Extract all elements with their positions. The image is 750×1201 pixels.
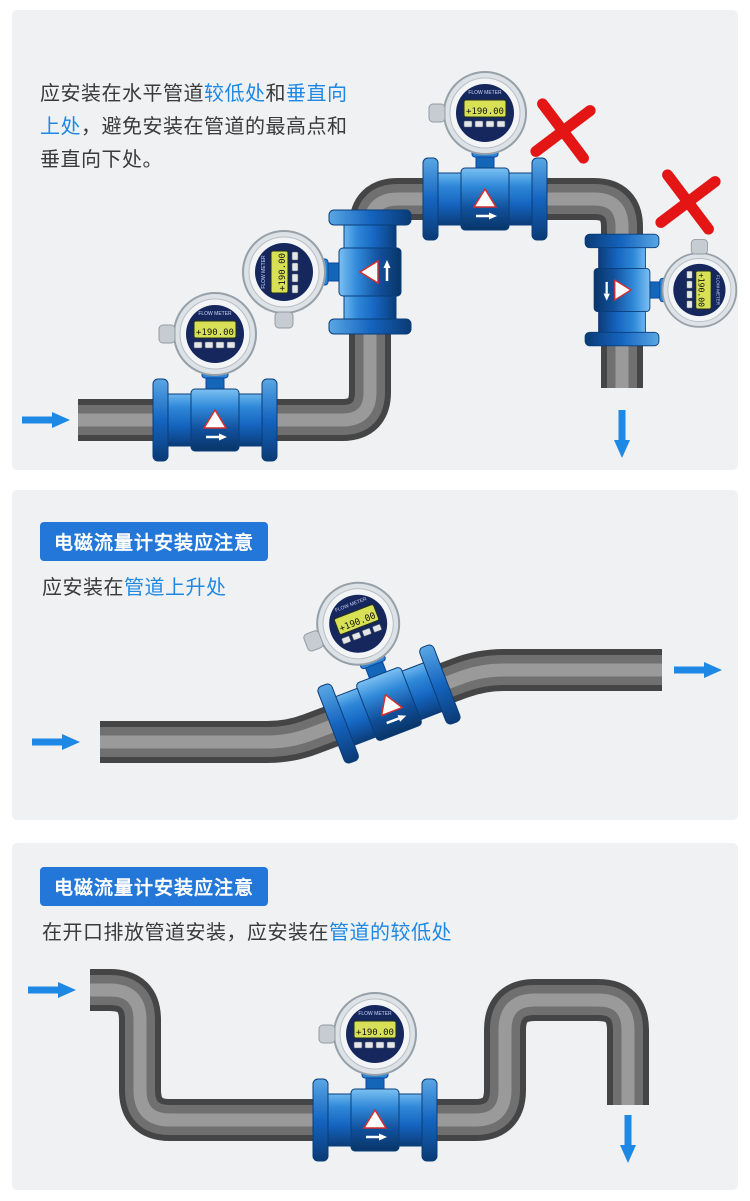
text-segment-highlight: 较低处 [204, 83, 266, 105]
flowmeter-low-horizontal [151, 291, 279, 463]
text-segment-highlight: 管道上升处 [124, 577, 227, 599]
panel-open-discharge: 电磁流量计安装应注意 在开口排放管道安装，应安装在管道的较低处 [12, 843, 738, 1190]
flowmeter-vertical-up [241, 208, 413, 336]
flowmeter-vertical-down-wrong [583, 233, 738, 347]
flow-out-arrow-icon [620, 1115, 636, 1163]
flow-out-arrow-icon [614, 410, 630, 458]
pipe-diagram-horizontal-vertical: FLOW METER +190.00 [12, 70, 738, 463]
text-segment-highlight: 管道的较低处 [329, 922, 452, 944]
text-segment: 应安装在 [42, 577, 124, 599]
instruction-text: 在开口排放管道安装，应安装在管道的较低处 [42, 917, 702, 950]
flow-in-arrow-icon [32, 734, 80, 750]
wrong-mark-icon [661, 175, 715, 229]
pipe-diagram-open-discharge [12, 969, 649, 1190]
panel-installation-rules: FLOW METER +190.00 [12, 10, 738, 470]
text-segment: 应安装在水平管道 [40, 83, 204, 105]
flowmeter-high-point-wrong [421, 70, 549, 242]
text-segment: 在开口排放管道安装，应安装在 [42, 922, 329, 944]
text-segment: 和 [265, 83, 286, 105]
text-segment-highlight: 垂直向上处 [40, 83, 348, 138]
notice-badge: 电磁流量计安装应注意 [40, 867, 269, 906]
notice-badge: 电磁流量计安装应注意 [40, 522, 269, 561]
pipe-run [89, 969, 649, 1141]
panel-rising-pipe: 电磁流量计安装应注意 应安装在管道上升处 [12, 490, 738, 820]
instruction-text: 应安装在水平管道较低处和垂直向上处，避免安装在管道的最高点和垂直向下处。 [40, 78, 364, 177]
instruction-text: 应安装在管道上升处 [42, 572, 662, 605]
flow-in-arrow-icon [22, 412, 70, 428]
text-segment: ，避免安装在管道的最高点和垂直向下处。 [40, 116, 348, 171]
wrong-mark-icon [536, 104, 590, 158]
pipe-diagram-rising [12, 561, 738, 766]
flowmeter-low-point [311, 991, 439, 1163]
pipe-run [78, 178, 643, 441]
flow-out-arrow-icon [674, 662, 722, 678]
flow-in-arrow-icon [28, 982, 76, 998]
